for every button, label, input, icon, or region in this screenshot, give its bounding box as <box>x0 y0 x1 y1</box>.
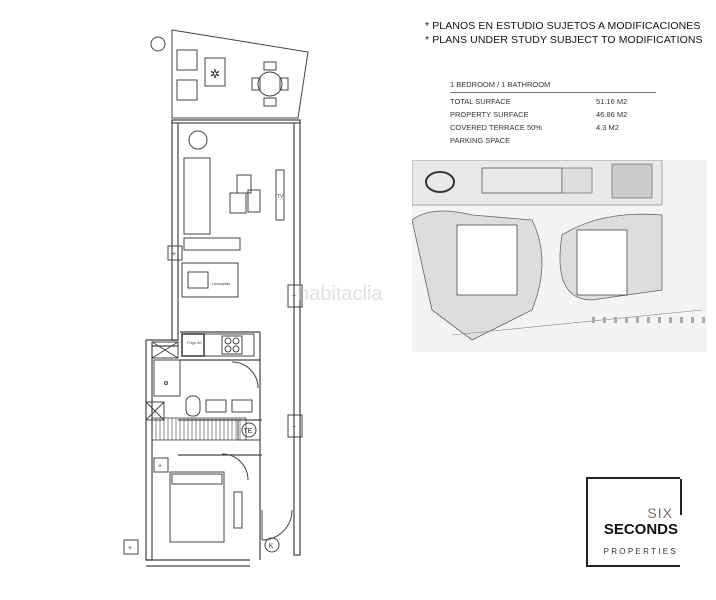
surface-table: 1 BEDROOM / 1 BATHROOM TOTAL SURFACE 51.1… <box>450 80 656 149</box>
dishwasher-label: Lavavajillas <box>212 282 230 286</box>
row-label: PARKING SPACE <box>450 136 511 145</box>
disclaimer-english: * PLANS UNDER STUDY SUBJECT TO MODIFICAT… <box>425 34 703 46</box>
table-row: TOTAL SURFACE 51.16 M2 <box>450 97 656 110</box>
living-room: TV Lavavajillas + <box>167 130 285 298</box>
svg-text:✲: ✲ <box>210 67 220 81</box>
tv-label: TV <box>277 194 284 200</box>
unit-type: 1 BEDROOM / 1 BATHROOM <box>450 80 656 93</box>
svg-text:+: + <box>158 463 162 470</box>
entrance-marker: K <box>269 543 274 550</box>
walls <box>145 119 301 567</box>
svg-text:+: + <box>292 424 296 431</box>
pillars: ++ <box>287 284 303 438</box>
water-heater-label: TE <box>244 428 253 435</box>
table-row: PARKING SPACE <box>450 136 656 149</box>
site-plan <box>412 160 707 352</box>
table-row: PROPERTY SURFACE 46.86 M2 <box>450 110 656 123</box>
logo-properties: PROPERTIES <box>603 547 678 556</box>
terrace: ✲ <box>150 29 309 119</box>
row-value: 46.86 M2 <box>596 110 628 119</box>
bedroom: + + K <box>123 453 293 555</box>
watermark: habitaclia <box>298 283 383 305</box>
row-value: 51.16 M2 <box>596 97 628 106</box>
logo-six: SIX <box>647 505 673 521</box>
row-label: COVERED TERRACE 50% <box>450 123 542 132</box>
svg-text:+: + <box>292 293 296 300</box>
logo-seconds: SECONDS <box>603 521 678 538</box>
disclaimer-spanish: * PLANOS EN ESTUDIO SUJETOS A MODIFICACI… <box>425 20 701 32</box>
row-label: TOTAL SURFACE <box>450 97 511 106</box>
six-seconds-logo: SIX SECONDS PROPERTIES <box>586 477 682 567</box>
svg-text:+: + <box>172 251 176 258</box>
table-row: COVERED TERRACE 50% 4.3 M2 <box>450 123 656 136</box>
svg-text:+: + <box>128 545 132 552</box>
kitchen: Frigo 60 <box>151 333 255 359</box>
row-value: 4.3 M2 <box>596 123 619 132</box>
bathroom: TE <box>145 359 261 441</box>
logo-frame <box>586 477 682 567</box>
row-label: PROPERTY SURFACE <box>450 110 529 119</box>
fridge-label: Frigo 60 <box>187 340 202 345</box>
